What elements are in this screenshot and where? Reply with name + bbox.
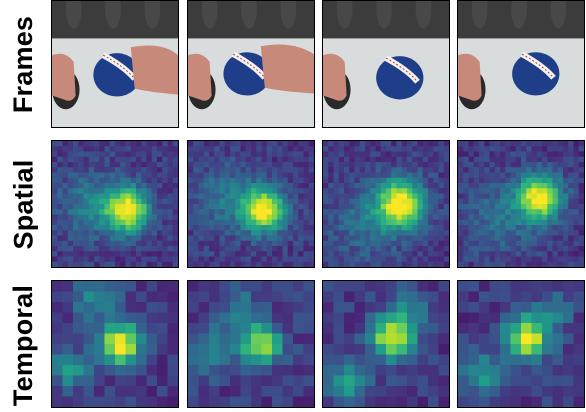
temporal-map-2-heatmap xyxy=(188,281,314,407)
frame-4 xyxy=(457,0,585,128)
spatial-map-4 xyxy=(457,140,585,268)
frame-2-image xyxy=(188,1,314,127)
row-label-temporal: Temporal xyxy=(0,280,48,410)
temporal-map-4-heatmap xyxy=(458,281,584,407)
spatial-map-2-heatmap xyxy=(188,141,314,267)
frame-2 xyxy=(187,0,315,128)
row-label-frames: Frames xyxy=(0,0,48,128)
spatial-map-4-heatmap xyxy=(458,141,584,267)
frame-1-image xyxy=(52,1,178,127)
spatial-map-1-heatmap xyxy=(52,141,178,267)
temporal-map-3-heatmap xyxy=(323,281,449,407)
temporal-map-3 xyxy=(322,280,450,408)
spatial-map-1 xyxy=(51,140,179,268)
row-label-spatial: Spatial xyxy=(0,140,48,268)
spatial-map-3-heatmap xyxy=(323,141,449,267)
temporal-map-1-heatmap xyxy=(52,281,178,407)
frame-3-image xyxy=(323,1,449,127)
temporal-map-1 xyxy=(51,280,179,408)
frame-3 xyxy=(322,0,450,128)
frame-1 xyxy=(51,0,179,128)
row-label-frames-text: Frames xyxy=(8,15,39,113)
frame-4-image xyxy=(458,1,584,127)
row-label-temporal-text: Temporal xyxy=(8,284,39,406)
temporal-map-2 xyxy=(187,280,315,408)
row-label-spatial-text: Spatial xyxy=(8,159,39,249)
temporal-map-4 xyxy=(457,280,585,408)
spatial-map-2 xyxy=(187,140,315,268)
spatial-map-3 xyxy=(322,140,450,268)
